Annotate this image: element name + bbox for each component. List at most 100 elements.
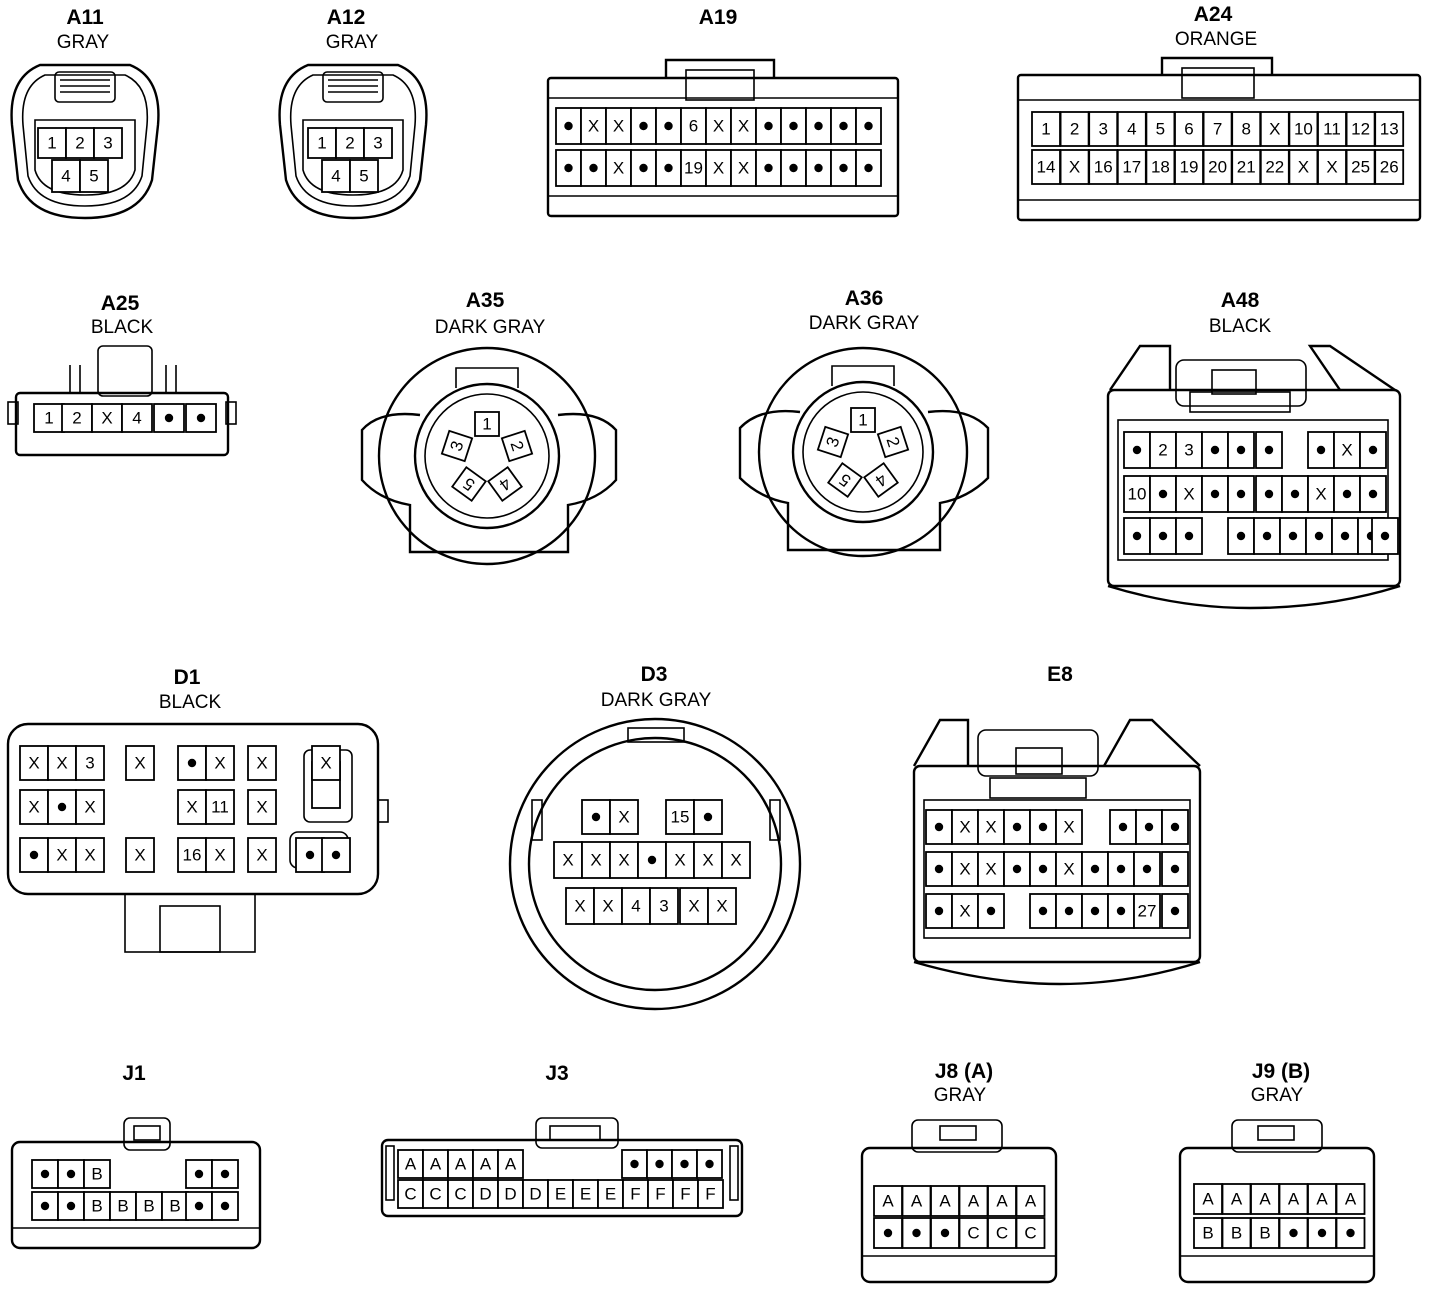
- pin-label: A: [430, 1155, 442, 1174]
- pin-cavity: [75, 745, 105, 781]
- pin-cell: A: [1335, 1183, 1366, 1215]
- pin-cell: 4: [486, 465, 524, 503]
- pin-cell: [855, 149, 882, 187]
- pin-label: A: [455, 1155, 467, 1174]
- pin-cell: X: [565, 887, 595, 925]
- pin-cell: C: [397, 1179, 424, 1209]
- connector-j9-housing: [1178, 1119, 1376, 1284]
- pin-label: A: [1345, 1190, 1357, 1209]
- pin-cavity: [605, 149, 632, 187]
- pin-dot: [1038, 864, 1048, 874]
- pin-label: X: [590, 851, 601, 870]
- pin-cavity: [581, 841, 611, 879]
- pin-label: F: [655, 1185, 665, 1204]
- connector-a25-housing: [7, 345, 237, 457]
- pin-label: X: [101, 409, 112, 428]
- pin-cell: X: [311, 745, 341, 781]
- pin-cell: [780, 107, 807, 145]
- pin-dot: [331, 850, 341, 860]
- pin-label: A: [939, 1192, 951, 1211]
- pin-dot: [591, 812, 601, 822]
- pin-dot: [1170, 864, 1180, 874]
- pin-label: 15: [671, 808, 690, 827]
- connector-id: J9 (B): [1252, 1060, 1310, 1083]
- pin-dot: [664, 163, 673, 173]
- pin-cell: 1: [474, 411, 500, 437]
- pin-label: X: [602, 897, 613, 916]
- pin-cavity: [1335, 1183, 1366, 1215]
- pin-label: B: [169, 1197, 180, 1216]
- pin-cell: [57, 1159, 85, 1189]
- pin-label: 4: [61, 167, 70, 186]
- pin-label: X: [256, 754, 267, 773]
- pin-cell: [1029, 809, 1057, 845]
- pin-cavity: [47, 837, 77, 873]
- pin-dot: [630, 1159, 639, 1169]
- pin-cell: [1335, 1217, 1366, 1249]
- pin-cell: X: [247, 789, 277, 825]
- pin-cell: [1003, 851, 1031, 887]
- connector-e8-housing: [912, 718, 1202, 986]
- pin-cavity: [349, 159, 379, 193]
- pin-label: F: [630, 1185, 640, 1204]
- pin-cavity: [47, 789, 77, 825]
- connector-color: DARK GRAY: [601, 690, 712, 711]
- pin-dot: [1170, 822, 1180, 832]
- pin-cavity: [665, 799, 695, 835]
- pin-cavity: [205, 837, 235, 873]
- pin-cell: [153, 403, 185, 433]
- pin-cavity: [1259, 149, 1290, 185]
- pin-label: 5: [89, 167, 98, 186]
- pin-label: X: [738, 117, 749, 136]
- pin-cell: X: [205, 837, 235, 873]
- pin-cell: [637, 841, 667, 879]
- pin-dot: [1262, 531, 1272, 541]
- pin-cell: 4: [321, 159, 351, 193]
- pin-label: X: [985, 860, 996, 879]
- pin-cell: X: [705, 149, 732, 187]
- pin-dot: [664, 121, 673, 131]
- connector-j3-housing: [380, 1117, 744, 1218]
- pin-cell: [1003, 809, 1031, 845]
- pin-cell: 6: [680, 107, 707, 145]
- pin-cell: X: [91, 403, 123, 433]
- pin-cell: [1149, 517, 1177, 555]
- pin-label: F: [680, 1185, 690, 1204]
- pin-label: 16: [183, 846, 202, 865]
- pin-label: X: [1298, 158, 1309, 177]
- connector-a24-housing: [1016, 56, 1422, 222]
- connector-color: GRAY: [934, 1085, 987, 1106]
- pin-cavity: [161, 1191, 189, 1221]
- pin-cavity: [1335, 1217, 1366, 1249]
- pin-cell: A: [901, 1185, 932, 1217]
- pin-cell: [185, 1191, 213, 1221]
- pin-cell: [295, 837, 325, 873]
- pin-label: D: [504, 1185, 516, 1204]
- connector-id: A25: [101, 292, 140, 315]
- pin-cell: [1307, 431, 1335, 469]
- pin-cell: 26: [1374, 149, 1405, 185]
- pin-cell: [930, 1217, 960, 1249]
- pin-label: A: [1025, 1192, 1037, 1211]
- pin-cell: X: [977, 809, 1005, 845]
- pin-dot: [1236, 531, 1246, 541]
- pin-label: 26: [1380, 158, 1399, 177]
- pin-label: X: [738, 159, 749, 178]
- pin-cell: 3: [440, 429, 474, 463]
- pin-cell: C: [1015, 1217, 1046, 1249]
- pin-dot: [934, 864, 944, 874]
- pin-cell: X: [19, 789, 49, 825]
- pin-cell: A: [987, 1185, 1017, 1217]
- pin-label: 16: [1094, 158, 1113, 177]
- pin-label: 4: [331, 167, 340, 186]
- pin-cell: A: [497, 1149, 524, 1179]
- pin-label: F: [705, 1185, 715, 1204]
- pin-label: A: [1202, 1190, 1214, 1209]
- pin-cell: [1123, 517, 1151, 555]
- pin-label: B: [1202, 1224, 1213, 1243]
- pin-label: 7: [1213, 120, 1222, 139]
- pin-label: A: [480, 1155, 492, 1174]
- pin-cell: 14: [1031, 149, 1061, 185]
- pin-cavity: [826, 461, 864, 499]
